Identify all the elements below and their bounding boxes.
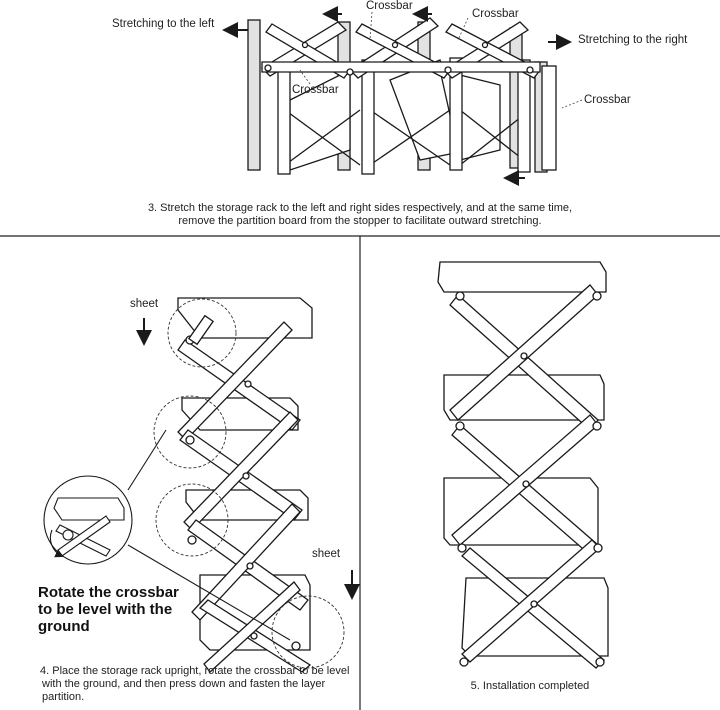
step4-note-line2: to be level with the (38, 601, 173, 618)
step4-caption-line2: with the ground, and then press down and… (42, 678, 326, 690)
label-crossbar-right: Crossbar (584, 94, 631, 106)
step5-caption: 5. Installation completed (470, 680, 590, 692)
step4-note: Rotate the crossbar to be level with the… (38, 584, 179, 635)
step4-note-line1: Rotate the crossbar (38, 584, 179, 601)
label-sheet-top: sheet (130, 298, 159, 310)
step4-detail-circles (153, 298, 345, 669)
step3-arrows (222, 6, 572, 186)
label-stretch-left: Stretching to the left (112, 18, 215, 30)
step3-caption: 3. Stretch the storage rack to the left … (100, 202, 620, 228)
label-sheet-bottom: sheet (312, 548, 341, 560)
label-stretch-right: Stretching to the right (578, 34, 688, 46)
label-crossbar-top: Crossbar (366, 0, 413, 12)
step3-caption-line2: remove the partition board from the stop… (178, 215, 542, 227)
step3-rack-illustration (247, 17, 557, 175)
step3-caption-line1: 3. Stretch the storage rack to the left … (147, 202, 573, 214)
step4-zoom-inset (43, 429, 291, 641)
step4-caption-line1: 4. Place the storage rack upright, rotat… (40, 665, 350, 677)
step3-leaders (299, 11, 583, 109)
step5-rack-illustration (437, 261, 609, 669)
step4-caption-line3: partition. (42, 691, 85, 703)
step4-rack-illustration (177, 297, 313, 673)
step4-arrows (136, 318, 360, 600)
label-crossbar-top2: Crossbar (472, 8, 519, 20)
step4-caption: 4. Place the storage rack upright, rotat… (40, 665, 350, 704)
label-crossbar-mid: Crossbar (292, 84, 339, 96)
step4-note-line3: ground (38, 618, 90, 635)
